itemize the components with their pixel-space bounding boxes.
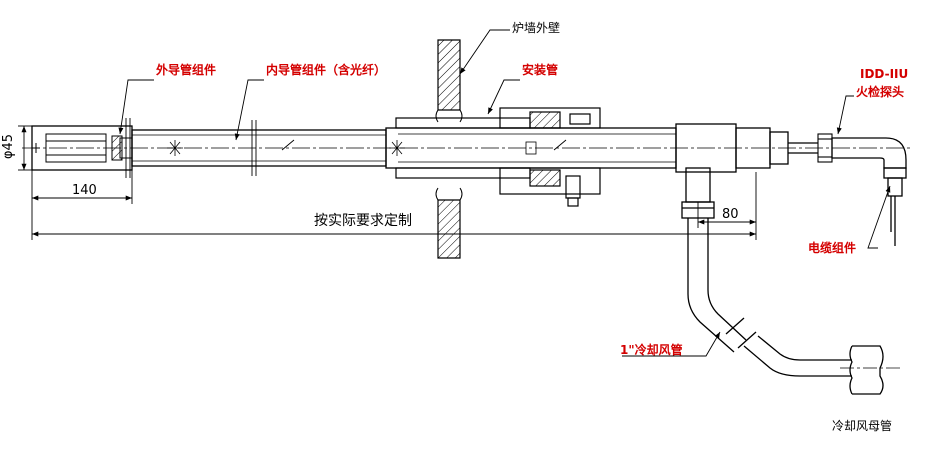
cooling-main-pipe	[840, 345, 900, 395]
detector-name-label: 火检探头	[856, 85, 905, 99]
detector-model-label: IDD-IIU	[860, 67, 909, 81]
outer-guide-label: 外导管组件	[156, 63, 217, 77]
custom-length-dimension: 按实际要求定制	[314, 213, 412, 229]
furnace-wall	[435, 39, 463, 259]
cooling-main-label: 冷却风母管	[832, 419, 893, 433]
diameter-dimension: φ45	[1, 133, 17, 160]
length-80-dimension: 80	[722, 207, 739, 222]
length-140-dimension: 140	[72, 183, 97, 198]
detector-head	[831, 137, 907, 246]
leader-lines	[118, 29, 891, 357]
install-pipe	[395, 107, 601, 207]
dimension-lines	[18, 125, 757, 240]
inner-guide-label: 内导管组件（含光纤）	[266, 63, 387, 77]
cooling-pipe-label: 1"冷却风管	[620, 343, 683, 357]
cross-marks	[167, 140, 537, 156]
install-pipe-label: 安装管	[522, 63, 559, 77]
cooling-pipe	[681, 167, 852, 377]
cable-assembly-label: 电缆组件	[808, 241, 857, 255]
furnace-wall-label: 炉墙外壁	[512, 21, 561, 35]
break-marks	[125, 118, 567, 178]
